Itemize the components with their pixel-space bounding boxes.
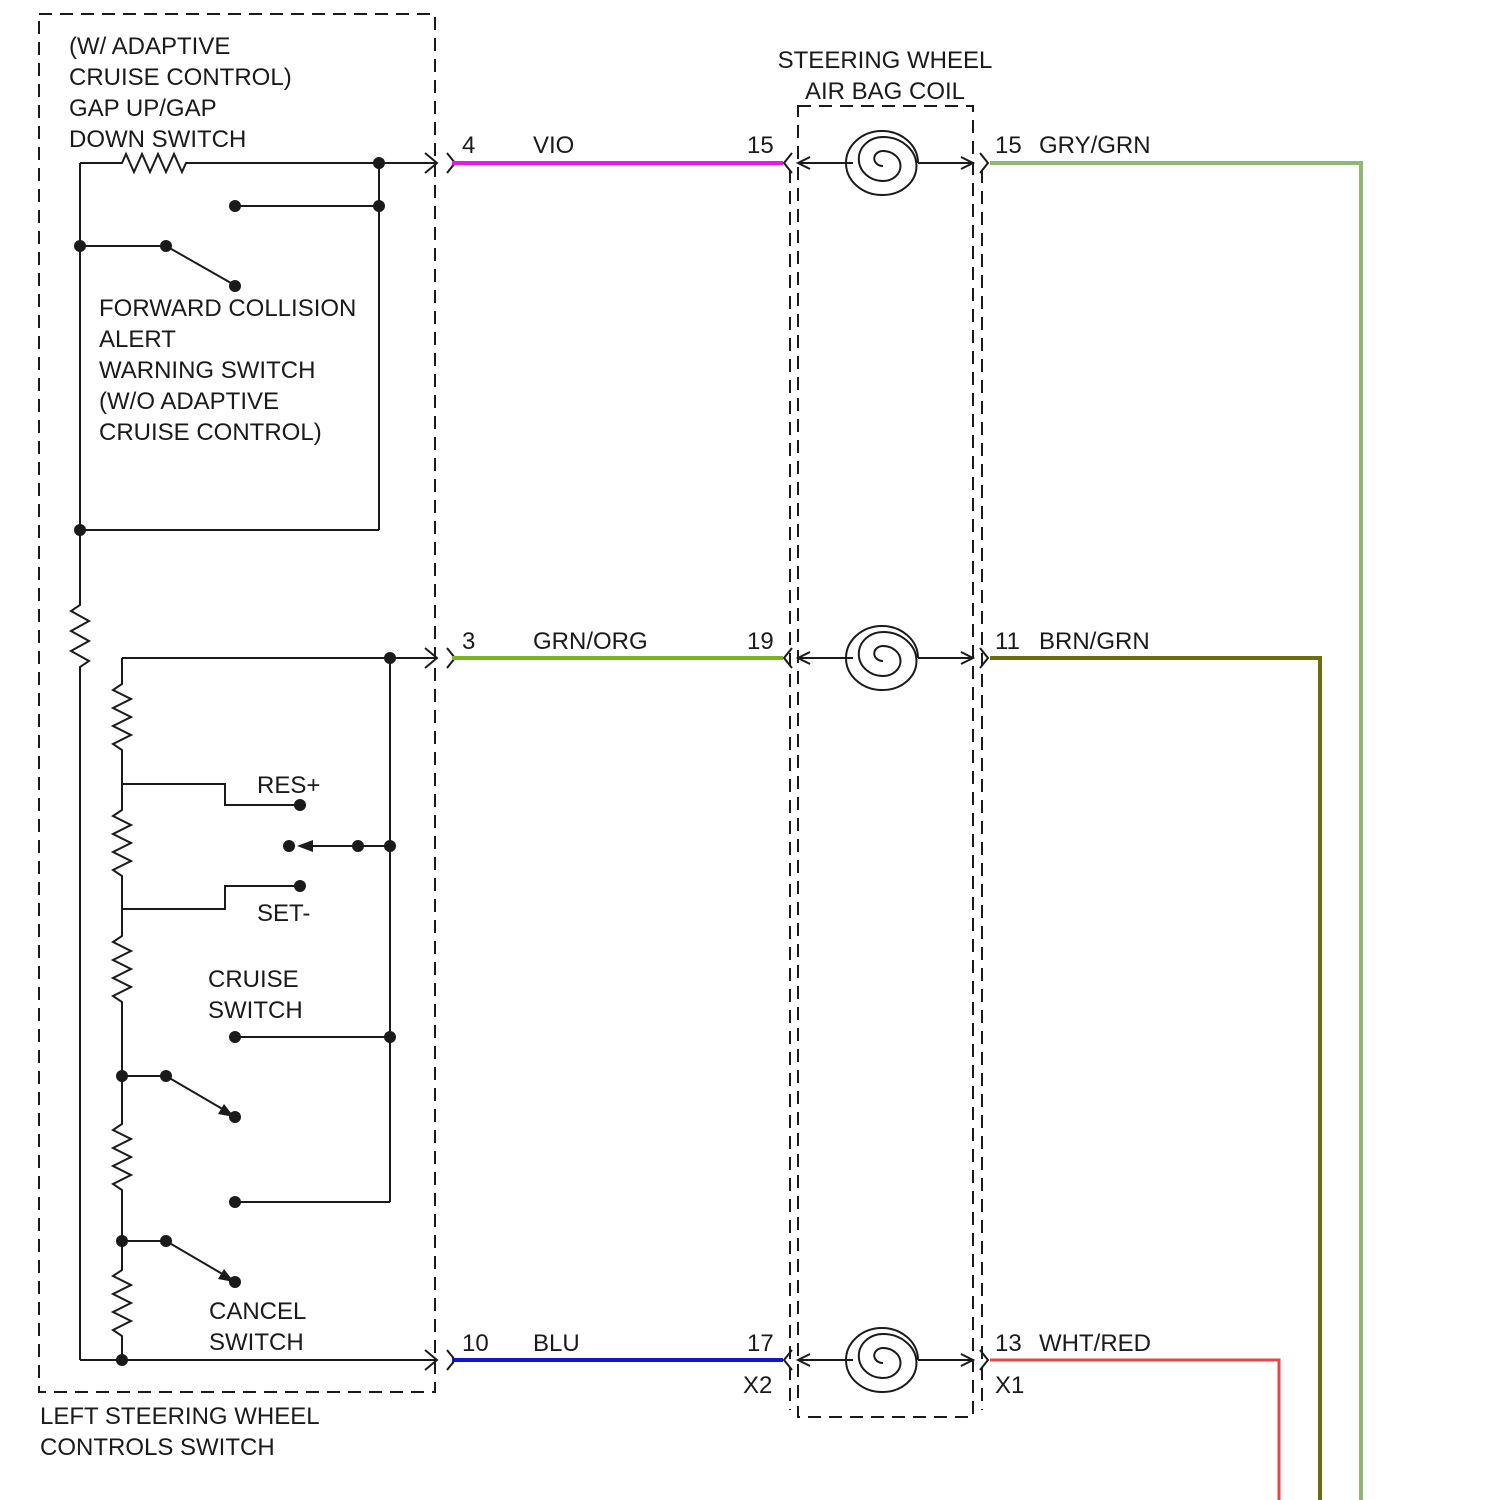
x2-connector-label: X2 (743, 1372, 772, 1399)
left-wire-color-label: VIO (533, 132, 574, 159)
left-pin-number: 10 (462, 1330, 489, 1357)
coil-title-line-1: STEERING WHEEL (778, 47, 993, 74)
toggle-contact-dot (283, 840, 295, 852)
gap-switch-label-line-2: CRUISE CONTROL) (69, 64, 292, 91)
ladder-resistor-4 (113, 1076, 131, 1241)
coil-out-pin-number: 13 (995, 1330, 1022, 1357)
cruise-switch-label-line-1: CRUISE (208, 966, 299, 993)
right-wire-color-label: GRY/GRN (1039, 132, 1151, 159)
air-bag-coil-boundary (798, 106, 973, 1417)
ladder-resistor-1 (113, 658, 131, 784)
junction-dot (384, 1031, 396, 1043)
switch-contact-dot (229, 1276, 241, 1288)
gap-switch-label-line-4: DOWN SWITCH (69, 126, 246, 153)
fcw-switch-blade (166, 246, 231, 283)
junction-dot (116, 1070, 128, 1082)
cancel-switch-blade (166, 1241, 231, 1279)
set-label: SET- (257, 900, 310, 927)
res-contact-dot (294, 799, 306, 811)
coil-out-pin-number: 11 (995, 628, 1020, 655)
ladder-resistor-3 (113, 909, 131, 1076)
cancel-switch-label-line-1: CANCEL (209, 1298, 306, 1325)
left-pin-number: 3 (462, 628, 475, 655)
switch-contact-dot (229, 200, 241, 212)
connector-chevron-icon (980, 1350, 988, 1370)
fcw-switch-label-line-1: FORWARD COLLISION (99, 295, 356, 322)
junction-dot (384, 840, 396, 852)
set-contact-dot (294, 880, 306, 892)
connector-chevron-icon (784, 153, 792, 173)
gap-switch-label-line-1: (W/ ADAPTIVE (69, 33, 230, 60)
right-wire-line (990, 163, 1361, 1500)
right-wire-color-label: WHT/RED (1039, 1330, 1151, 1357)
gap-switch-label-line-3: GAP UP/GAP (69, 95, 217, 122)
connector-chevron-icon (784, 1350, 792, 1370)
ladder-resistor-2 (113, 784, 131, 909)
coil-title-line-2: AIR BAG COIL (805, 78, 965, 105)
right-wire-color-label: BRN/GRN (1039, 628, 1150, 655)
coil-in-pin-number: 19 (747, 628, 774, 655)
toggle-arrow-icon (297, 840, 313, 852)
junction-dot (74, 240, 86, 252)
right-wire-line (990, 1360, 1279, 1500)
coil-in-pin-number: 17 (747, 1330, 774, 1357)
clock-spring-coil-icon (846, 626, 918, 690)
circuit-row-3: 10 BLU 17 13 WHT/RED (425, 1328, 1279, 1500)
fcw-switch-label-line-5: CRUISE CONTROL) (99, 419, 322, 446)
x1-connector-label: X1 (995, 1372, 1024, 1399)
fcw-switch-label-line-2: ALERT (99, 326, 176, 353)
switch-pivot-dot (160, 1235, 172, 1247)
circuit-row-2: 3 GRN/ORG 19 11 BRN/GRN (425, 626, 1320, 1500)
cancel-switch-label-line-2: SWITCH (209, 1329, 304, 1356)
switch-contact-dot (229, 1031, 241, 1043)
left-wire-color-label: BLU (533, 1330, 580, 1357)
right-wire-line (990, 658, 1320, 1500)
circuit-row-1: 4 VIO 15 15 GRY/GRN (425, 131, 1361, 1500)
switch-contact-dot (229, 1111, 241, 1123)
switch-module-label-line-2: CONTROLS SWITCH (40, 1434, 275, 1461)
junction-dot (116, 1235, 128, 1247)
res-label: RES+ (257, 772, 320, 799)
junction-dot (116, 1354, 128, 1366)
switch-module-label-line-1: LEFT STEERING WHEEL (40, 1403, 320, 1430)
ladder-resistor-5 (113, 1241, 131, 1360)
switch-pivot-dot (160, 1070, 172, 1082)
connector-chevron-icon (980, 153, 988, 173)
left-rail-resistor (71, 530, 89, 1360)
switch-pivot-dot (160, 240, 172, 252)
clock-spring-coil-icon (846, 1328, 918, 1392)
junction-dot (384, 652, 396, 664)
fcw-switch-label-line-4: (W/O ADAPTIVE (99, 388, 279, 415)
left-pin-number: 4 (462, 132, 475, 159)
switch-contact-dot (229, 1196, 241, 1208)
toggle-pivot-dot (352, 840, 364, 852)
switch-contact-dot (229, 280, 241, 292)
left-wire-color-label: GRN/ORG (533, 628, 648, 655)
switch-module-boundary (39, 14, 435, 1392)
coil-out-pin-number: 15 (995, 132, 1022, 159)
coil-in-pin-number: 15 (747, 132, 774, 159)
junction-dot (373, 200, 385, 212)
cruise-switch-label-line-2: SWITCH (208, 997, 303, 1024)
cruise-switch-blade (166, 1076, 231, 1114)
fcw-switch-label-line-3: WARNING SWITCH (99, 357, 315, 384)
junction-dot (373, 157, 385, 169)
clock-spring-coil-icon (846, 131, 918, 195)
